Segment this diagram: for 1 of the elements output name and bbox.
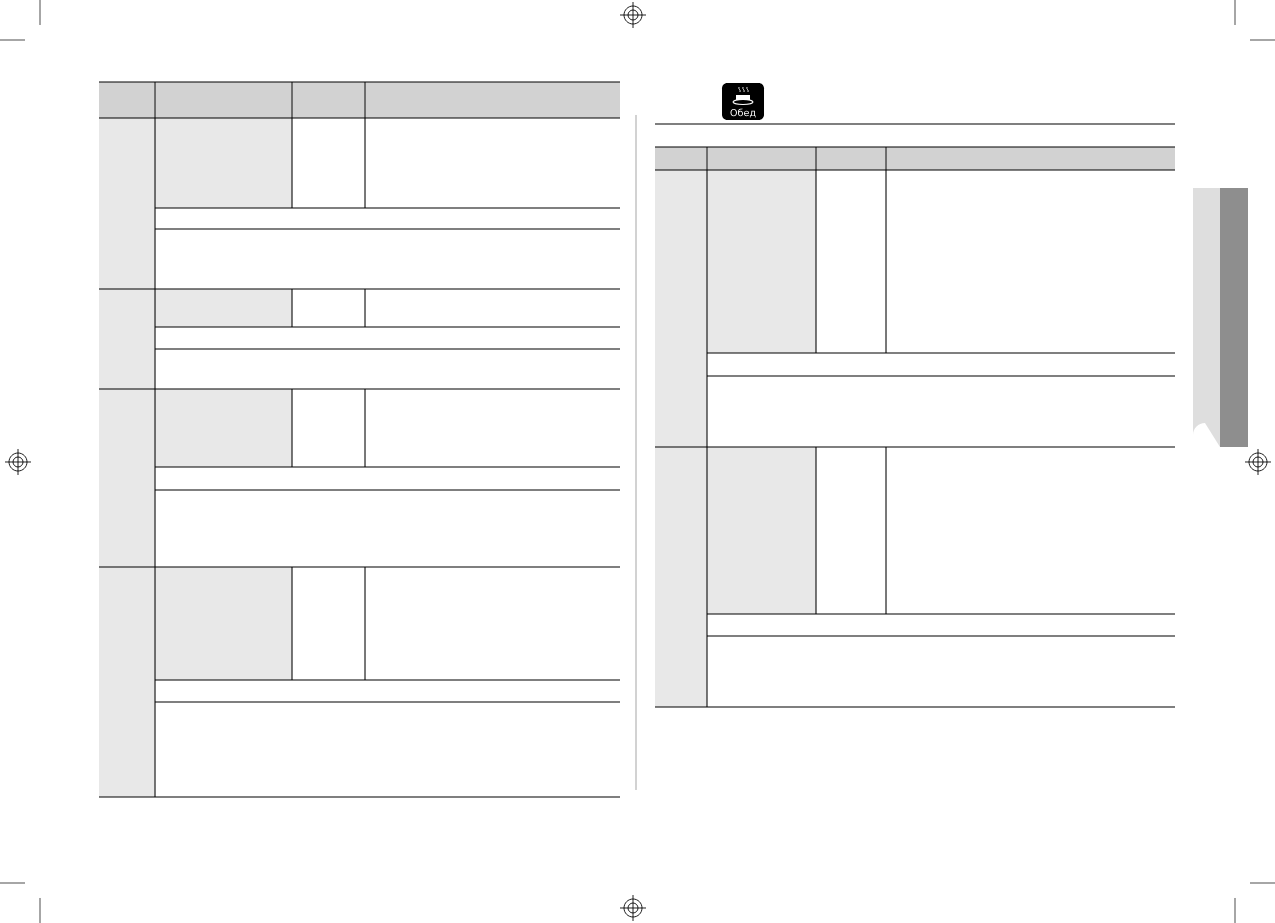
icon-label: Обед — [730, 108, 756, 118]
